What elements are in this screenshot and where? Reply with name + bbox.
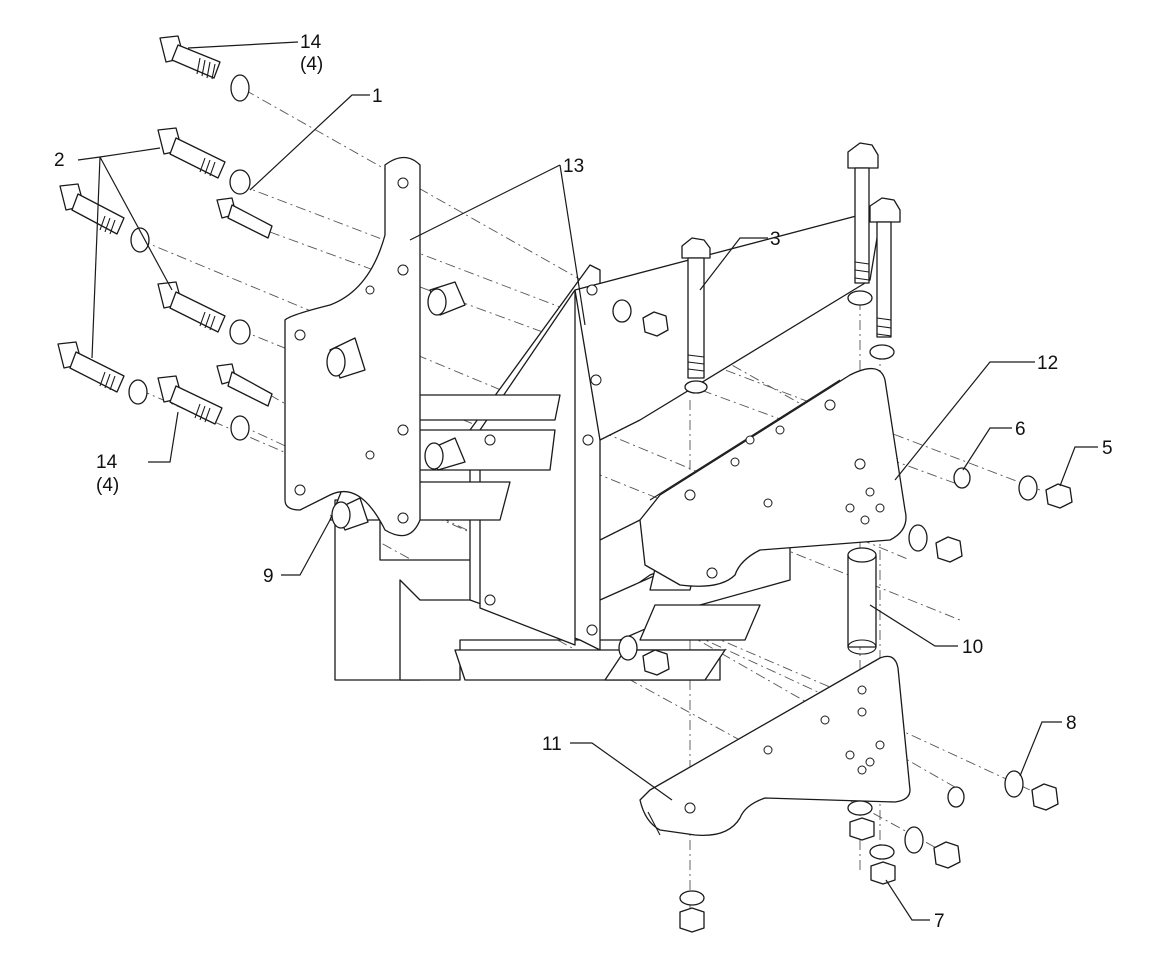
callout-12: 12 [1037,353,1058,374]
callout-14-top-qty: (4) [300,54,323,75]
callout-6: 6 [1015,419,1026,440]
callout-10: 10 [962,637,983,658]
callout-14-top: 14 [300,32,322,53]
callout-8: 8 [1066,713,1077,734]
plate-12 [639,368,907,587]
tube-10 [847,547,877,655]
leader-lines [77,41,1098,921]
callout-14-bottom: 14 [96,452,118,473]
spacer-9 [326,281,466,531]
callout-2: 2 [54,150,65,171]
vertical-bolts [681,142,901,394]
callout-11: 11 [542,734,562,755]
callout-1: 1 [372,86,383,107]
callout-7: 7 [934,911,945,932]
callout-9: 9 [263,566,274,587]
callout-13: 13 [563,156,584,177]
callout-5: 5 [1102,438,1113,459]
callout-3: 3 [770,229,781,250]
bolts-left [57,35,273,441]
nuts-washers [612,299,1073,933]
callout-14-bottom-qty: (4) [96,475,119,496]
plate-11 [639,655,911,837]
callout-labels: 14 (4) 1 2 13 3 12 6 5 14 (4) 9 10 11 8 … [54,32,1113,932]
